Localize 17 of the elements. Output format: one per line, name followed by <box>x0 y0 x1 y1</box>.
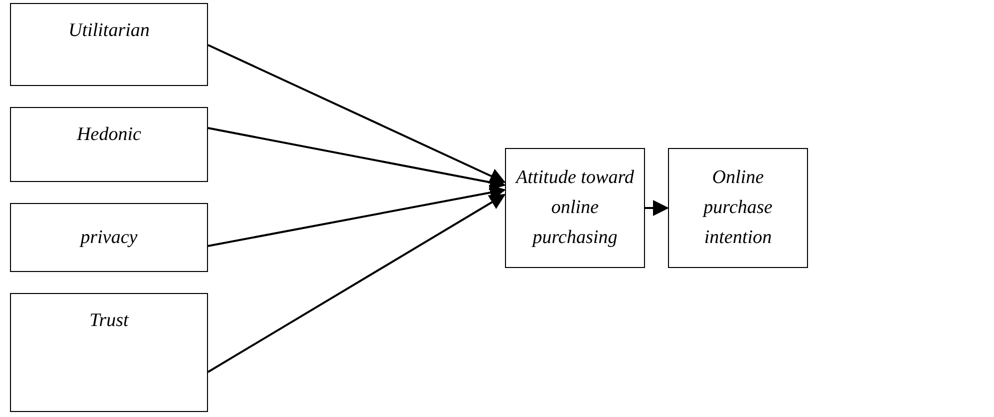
arrow <box>208 127 506 190</box>
arrow <box>208 44 506 184</box>
box-label: privacy <box>80 226 138 250</box>
arrow <box>208 184 506 247</box>
box-label: Attitude toward online purchasing <box>514 166 636 250</box>
process-box <box>10 293 208 412</box>
process-box <box>505 148 645 268</box>
process-box <box>10 107 208 182</box>
process-box <box>668 148 808 268</box>
process-box <box>10 203 208 272</box>
box-label: Hedonic <box>76 123 142 147</box>
process-box <box>10 3 208 86</box>
arrow <box>645 200 669 216</box>
box-label: Trust <box>89 309 129 333</box>
box-label: Utilitarian <box>68 19 150 43</box>
box-label: Online purchase intention <box>702 166 774 250</box>
arrow <box>207 194 506 373</box>
